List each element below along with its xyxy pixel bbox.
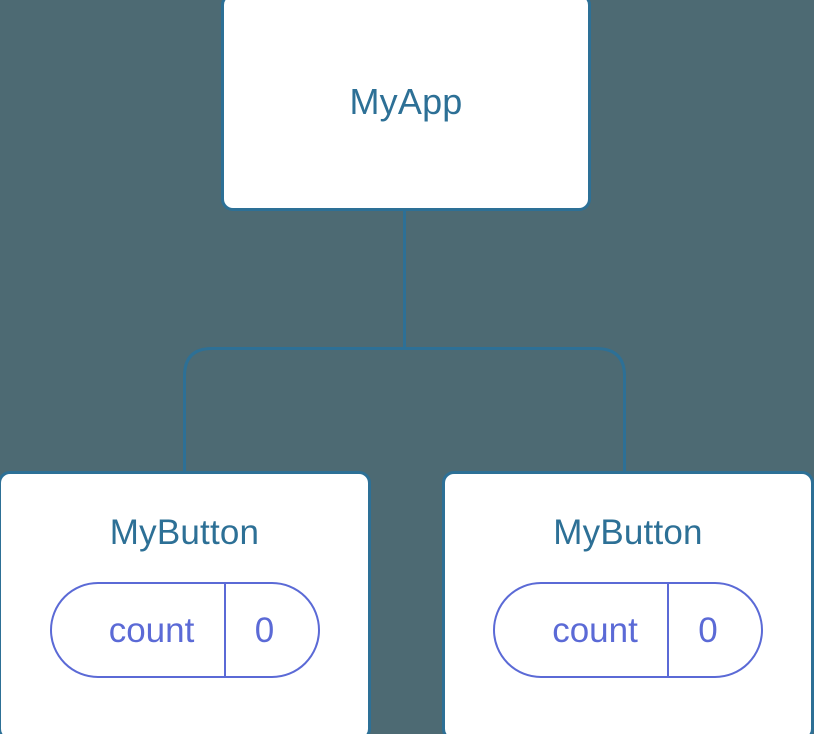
state-key: count (495, 584, 669, 676)
state-pill[interactable]: count 0 (493, 582, 763, 678)
node-title: MyButton (553, 513, 703, 552)
node-mybutton-0[interactable]: MyButton count 0 (0, 471, 371, 734)
state-key: count (52, 584, 226, 676)
state-pill[interactable]: count 0 (49, 582, 320, 678)
node-title: MyApp (349, 81, 463, 122)
state-value: 0 (698, 610, 718, 650)
node-title: MyButton (109, 513, 260, 552)
node-mybutton-1[interactable]: MyButton count 0 (442, 471, 814, 734)
state-value: 0 (254, 610, 275, 650)
node-myapp[interactable]: MyApp (221, 0, 591, 211)
edge-to-child-1 (404, 347, 626, 474)
edge-to-child-0 (183, 347, 405, 474)
